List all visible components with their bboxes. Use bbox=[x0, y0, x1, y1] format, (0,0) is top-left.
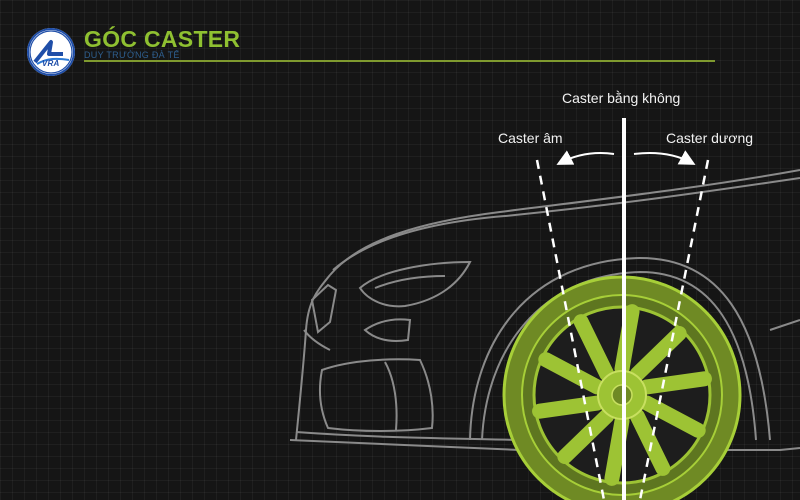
negative-caster-arrow bbox=[556, 150, 615, 165]
wheel-spoke bbox=[557, 408, 615, 465]
car-outline bbox=[289, 169, 800, 451]
label-zero-caster: Caster bằng không bbox=[562, 90, 681, 106]
wheel-spoke bbox=[538, 352, 605, 395]
wheel-spoke bbox=[573, 314, 615, 382]
label-negative-caster: Caster âm bbox=[498, 130, 563, 146]
wheel-spoke bbox=[639, 395, 706, 438]
vra-logo: VRA bbox=[27, 28, 75, 76]
wheel-spoke bbox=[639, 371, 712, 395]
label-positive-caster: Caster dương bbox=[666, 130, 754, 146]
negative-caster-axis bbox=[535, 159, 606, 500]
page-title: GÓC CASTER bbox=[84, 26, 241, 52]
wheel-spoke bbox=[532, 395, 605, 419]
title-underline bbox=[84, 60, 715, 62]
logo-text: VRA bbox=[42, 59, 60, 68]
wheel-spoke bbox=[629, 408, 671, 476]
page-subtitle: DUY TRƯỜNG ĐÀ TẾ bbox=[84, 50, 180, 60]
positive-caster-axis bbox=[638, 159, 710, 500]
wheel-spoke bbox=[604, 413, 630, 486]
positive-caster-arrow bbox=[633, 150, 696, 165]
wheel bbox=[502, 275, 742, 500]
